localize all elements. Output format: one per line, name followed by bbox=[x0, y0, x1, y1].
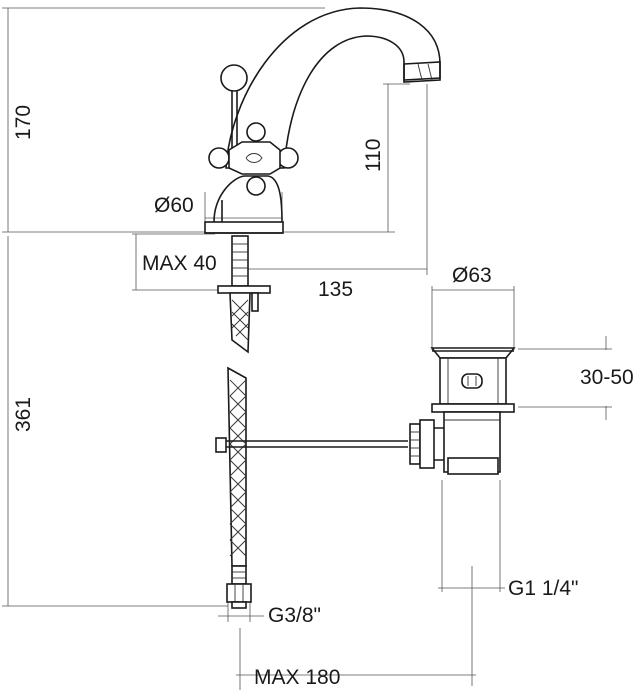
waste-cap bbox=[430, 347, 516, 359]
dimension-170: 170 bbox=[2, 7, 325, 233]
handle-knob-right bbox=[277, 147, 299, 169]
waste-slot bbox=[461, 373, 483, 389]
lift-rod-knob bbox=[220, 64, 248, 92]
dim-label-g3-8: G3/8" bbox=[268, 604, 321, 627]
pop-up-rod bbox=[215, 437, 408, 453]
faucet bbox=[204, 7, 441, 312]
waste-flange bbox=[431, 403, 515, 413]
hose-nut bbox=[226, 583, 252, 603]
rod-connector bbox=[409, 423, 421, 465]
waste bbox=[409, 347, 516, 475]
dim-label-170: 170 bbox=[12, 105, 35, 140]
dimension-max-180: MAX 180 bbox=[236, 628, 476, 690]
dim-label-max-40: MAX 40 bbox=[142, 252, 217, 275]
handle-knob-top bbox=[246, 122, 266, 142]
lock-nut bbox=[217, 285, 271, 294]
dimension-135: 135 bbox=[246, 84, 428, 301]
shank bbox=[231, 235, 249, 287]
dim-label-361: 361 bbox=[12, 397, 35, 432]
handle-hub bbox=[228, 141, 281, 175]
dim-label-diameter-63: Ø63 bbox=[452, 264, 492, 287]
dim-label-diameter-60: Ø60 bbox=[154, 194, 194, 217]
handle-knob-bottom bbox=[246, 176, 266, 196]
rod-clip bbox=[215, 437, 227, 453]
aerator bbox=[403, 61, 441, 83]
dim-label-max-180: MAX 180 bbox=[254, 666, 340, 689]
dim-label-110: 110 bbox=[362, 139, 385, 172]
hose-upper bbox=[229, 292, 251, 354]
dimension-g1-1-4: G1 1/4" bbox=[438, 480, 579, 686]
faucet-base bbox=[204, 221, 284, 234]
dim-label-g1-1-4: G1 1/4" bbox=[508, 577, 579, 600]
dimension-g3-8: G3/8" bbox=[218, 600, 321, 627]
dimension-110: 110 bbox=[265, 83, 410, 233]
dimension-361: 361 bbox=[2, 236, 228, 607]
dim-label-30-50: 30-50 bbox=[580, 366, 634, 389]
dimension-30-50: 30-50 bbox=[518, 336, 634, 420]
dimension-diameter-60: Ø60 bbox=[154, 192, 283, 224]
dimension-diameter-63: Ø63 bbox=[431, 264, 515, 350]
dim-label-135: 135 bbox=[318, 278, 353, 301]
hose-ferrule bbox=[231, 565, 247, 585]
handle-knob-left bbox=[208, 147, 230, 169]
faucet-body bbox=[213, 175, 283, 223]
dimension-max-40: MAX 40 bbox=[132, 233, 225, 291]
hose-lower bbox=[226, 366, 252, 609]
